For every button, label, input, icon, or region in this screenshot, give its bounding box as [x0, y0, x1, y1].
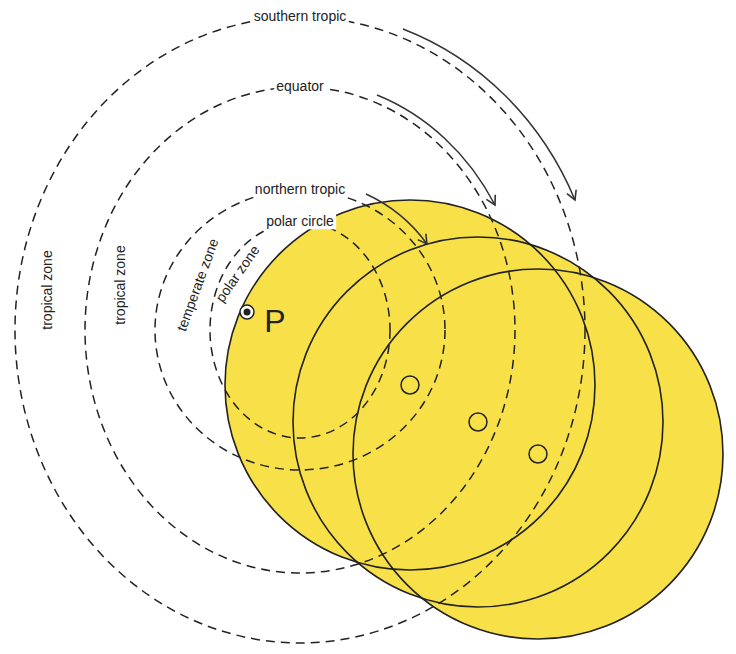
- circle-name: equator: [274, 79, 325, 94]
- circle-name: southern tropic: [252, 9, 349, 24]
- zone-name: tropical zone: [113, 245, 128, 324]
- sun-positions: [401, 376, 547, 463]
- circle-name: polar circle: [264, 214, 336, 229]
- latitude-circles: [15, 17, 585, 643]
- pole-marker: [240, 305, 254, 319]
- zone-name: tropical zone: [40, 250, 55, 329]
- circle-name: northern tropic: [253, 182, 347, 197]
- rotation-arrows: [366, 29, 575, 244]
- pole-label: P: [264, 304, 285, 339]
- zone-name: temperate zone: [174, 237, 222, 334]
